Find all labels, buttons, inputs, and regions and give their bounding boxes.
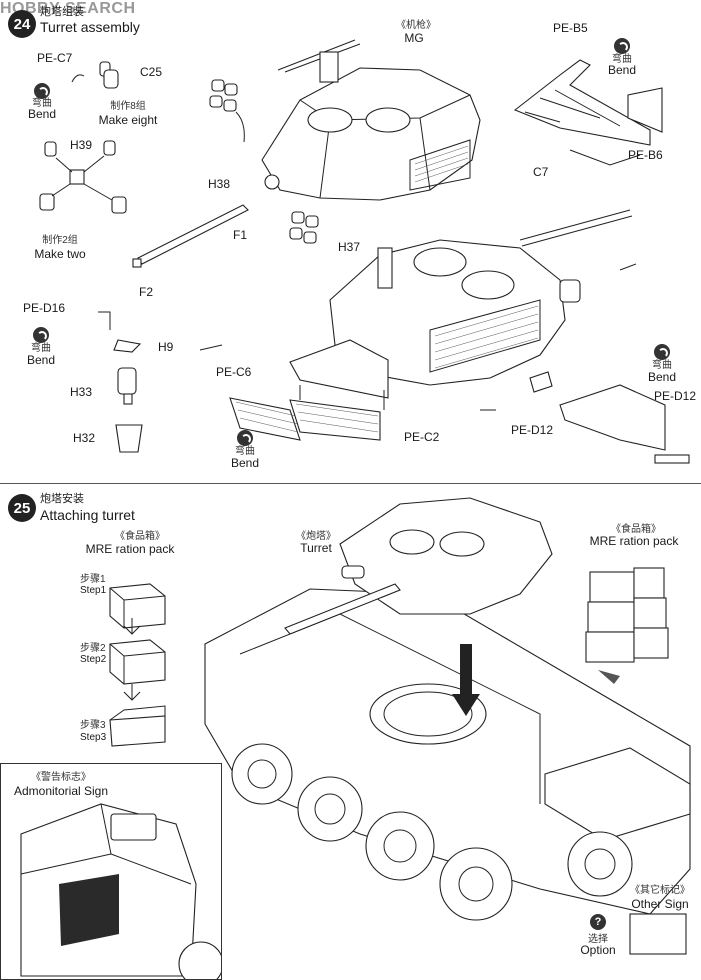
label-step1-zh: 步骤1 [80,574,106,585]
label-bend4-en: Bend [230,456,260,470]
down-arrow [452,644,480,716]
label-bend2-en: Bend [607,63,637,77]
step-25-badge: 25 [8,494,36,522]
inset-vehicle-drawing [20,803,221,979]
mre-step1-box [109,583,166,629]
bend-icon [34,83,50,99]
label-step3-zh: 步骤3 [80,720,106,731]
step-25-title-zh: 炮塔安装 [40,493,84,505]
label-h32: H32 [73,431,96,445]
wheels [231,743,633,921]
label-f2: F2 [139,285,154,299]
label-bend5-en: Bend [647,370,677,384]
label-pe-c7: PE-C7 [37,51,73,65]
label-f1: F1 [233,228,248,242]
step-25-title-en: Attaching turret [40,507,135,523]
label-turret-en: Turret [300,541,332,555]
label-adm-en: Admonitorial Sign [13,784,109,798]
label-pe-d12b: PE-D12 [654,389,697,403]
step-24-title-en: Turret assembly [40,19,140,35]
label-pe-d16: PE-D16 [23,301,66,315]
label-bend1-zh: 弯曲 [32,98,52,109]
watermark-text: HOBBY SEARCH [0,0,136,17]
label-pe-b5: PE-B5 [553,21,588,35]
label-bend3-en: Bend [26,353,56,367]
label-other-zh: 《其它标记》 [630,885,690,896]
label-adm-zh: 《警告标志》 [31,772,91,783]
label-make-two-zh: 制作2组 [42,235,78,246]
label-turret-zh: 《炮塔》 [296,531,336,542]
step-arrow [123,684,141,701]
label-mre1-zh: 《食品箱》 [115,531,165,542]
mre-step2-box [109,639,166,685]
label-h37: H37 [338,240,361,254]
admonitorial-sign-inset: 《警告标志》 Admonitorial Sign [0,763,222,980]
other-sign-decal [629,913,687,955]
label-make-eight-en: Make eight [98,113,158,127]
step-24-diagram [39,39,690,464]
label-option-en: Option [580,943,616,957]
turret-top-drawing [261,39,481,201]
label-pe-b6: PE-B6 [628,148,663,162]
label-step2-zh: 步骤2 [80,643,106,654]
step-divider [0,483,701,484]
step-25-diagram [109,497,691,955]
label-bend5-zh: 弯曲 [652,360,672,371]
h-column-parts [98,311,143,453]
label-pe-c6: PE-C6 [216,365,252,379]
step-24-badge: 24 [8,10,36,38]
label-bend3-zh: 弯曲 [31,343,51,354]
mre-step3-box [109,705,166,747]
bend-icon [614,38,630,54]
step-arrow [123,618,141,635]
label-c7: C7 [533,165,549,179]
h38-discharger [209,79,245,143]
turret-drawing [284,497,553,635]
label-make-eight-zh: 制作8组 [110,101,146,112]
bend-icon [33,327,49,343]
f2-muzzle [132,258,142,268]
label-h9: H9 [158,340,174,354]
label-mre1-en: MRE ration pack [85,542,175,556]
label-pe-c2: PE-C2 [404,430,440,444]
label-mre2-zh: 《食品箱》 [611,524,661,535]
h37-discharger [289,211,319,244]
label-other-en: Other Sign [631,897,689,911]
label-step2-en: Step2 [80,654,107,665]
label-bend4-zh: 弯曲 [235,446,255,457]
label-mre2-en: MRE ration pack [589,534,679,548]
label-mg-zh: 《机枪》 [396,20,436,31]
mre-stack [585,567,669,663]
label-h38: H38 [208,177,231,191]
step-24-title-zh: 炮塔组装 [40,6,84,18]
option-icon: ? [590,914,606,930]
label-step1-en: Step1 [80,585,107,596]
label-step3-en: Step3 [80,732,107,743]
label-option-zh: 选择 [588,934,608,945]
h39-cluster [39,140,127,214]
label-c25: C25 [140,65,163,79]
assembly-arrows [199,263,637,411]
f1-barrel [137,204,249,265]
label-h33: H33 [70,385,93,399]
label-bend2-zh: 弯曲 [612,54,632,65]
bend-icon [654,344,670,360]
basket-pe-b5 [513,59,663,166]
label-make-two-en: Make two [34,247,86,261]
pointer-arrow [598,670,620,684]
label-bend1-en: Bend [27,107,57,121]
pe-d12-plate [529,371,690,464]
bend-icon [237,430,253,446]
c25-part [71,61,119,89]
turret-second-drawing [329,209,633,386]
label-h39: H39 [70,138,93,152]
label-pe-d12a: PE-D12 [511,423,554,437]
label-mg-en: MG [404,31,424,45]
pe-c6-plate [229,339,389,441]
